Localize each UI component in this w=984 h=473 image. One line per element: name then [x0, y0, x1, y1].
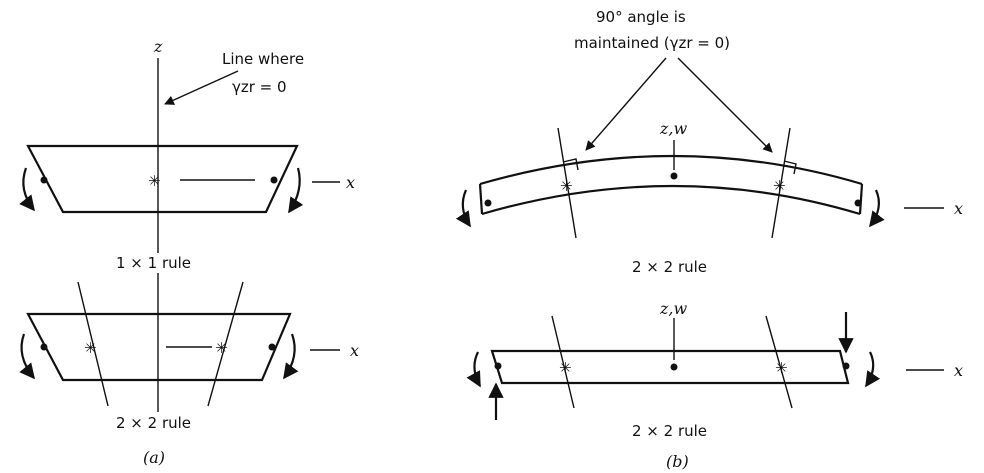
panel-a: z Line where γzr = 0 ✳ x 1 × 1 rule ✳ ✳ …	[19, 37, 359, 467]
straight-element	[490, 349, 850, 385]
rule-label-1x1: 1 × 1 rule	[116, 254, 191, 272]
x-axis-label: x	[346, 173, 355, 192]
gauss-line-left	[77, 281, 109, 407]
x-axis-label: x	[954, 361, 963, 380]
moment-arrow-left	[19, 333, 35, 380]
node-right	[268, 343, 276, 351]
bent-element-bottom-edge	[481, 184, 861, 216]
right-angle-mark	[562, 158, 579, 171]
element-1x1	[26, 144, 299, 214]
right-angle-mark	[783, 160, 797, 175]
zw-axis-label: z,w	[659, 299, 688, 318]
gauss-point-marker: ✳	[148, 172, 161, 190]
rule-label-2x2: 2 × 2 rule	[116, 414, 191, 432]
zw-axis-label: z,w	[659, 119, 688, 138]
moment-arrow-left	[466, 351, 481, 388]
bent-element-right-end	[858, 183, 864, 215]
node-left	[40, 176, 48, 184]
center-node	[670, 172, 678, 180]
callout-90-angle: 90° angle is	[596, 8, 686, 26]
rule-label-2x2-bottom: 2 × 2 rule	[632, 422, 707, 440]
panel-b: 90° angle is maintained (γzr = 0) z,w ✳ …	[455, 8, 963, 471]
node-right	[270, 176, 278, 184]
node-right	[842, 362, 850, 370]
moment-arrow-right	[865, 351, 881, 388]
bent-element-left-end	[478, 183, 484, 215]
panel-caption-a: (a)	[143, 448, 165, 467]
gauss-point-marker: ✳	[215, 339, 228, 357]
bent-element-top-edge	[479, 154, 863, 186]
moment-arrow-right	[283, 333, 299, 380]
element-2x2	[26, 312, 292, 382]
z-axis-label: z	[153, 37, 163, 56]
center-node	[670, 363, 678, 371]
callout-arrow-right	[677, 57, 773, 153]
callout-gamma-zr-zero: γzr = 0	[232, 78, 287, 96]
gauss-point-marker: ✳	[84, 339, 97, 357]
gauss-point-marker: ✳	[775, 359, 788, 377]
gauss-normal-right	[771, 127, 791, 239]
moment-arrow-left	[455, 189, 471, 228]
gauss-normal-left	[557, 127, 577, 239]
node-left	[494, 362, 502, 370]
rule-label-2x2-top: 2 × 2 rule	[632, 258, 707, 276]
gauss-line-right	[765, 315, 793, 409]
rule-label-bg	[110, 413, 206, 433]
gauss-line-left	[551, 315, 575, 409]
rule-label-bg	[110, 253, 206, 273]
callout-arrow	[164, 70, 239, 105]
node-left	[40, 343, 48, 351]
x-axis-label: x	[954, 199, 963, 218]
moment-arrow-left	[19, 167, 35, 212]
callout-arrow-left	[585, 57, 667, 151]
gauss-point-marker: ✳	[559, 359, 572, 377]
gauss-point-marker: ✳	[560, 177, 573, 195]
moment-arrow-right	[288, 167, 304, 214]
moment-arrow-right	[869, 189, 885, 228]
gauss-line-right	[207, 281, 244, 407]
panel-caption-b: (b)	[666, 452, 689, 471]
node-left	[484, 199, 492, 207]
x-axis-label: x	[350, 341, 359, 360]
node-right	[854, 199, 862, 207]
callout-line-where: Line where	[222, 50, 304, 68]
gauss-point-marker: ✳	[773, 177, 786, 195]
callout-maintained: maintained (γzr = 0)	[574, 34, 730, 52]
